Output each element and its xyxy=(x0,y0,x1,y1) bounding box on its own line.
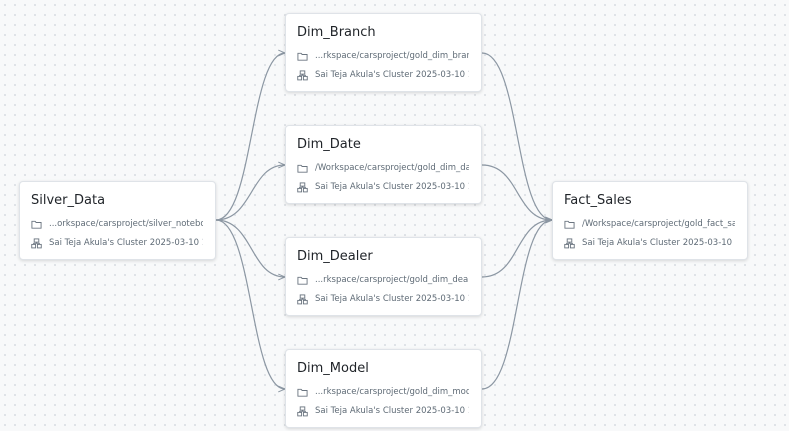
task-notebook-path-row: ...rkspace/carsproject/gold_dim_dealer xyxy=(297,272,469,288)
cluster-icon xyxy=(297,405,308,417)
folder-icon xyxy=(297,275,308,286)
edge-silver-data-to-dim-dealer xyxy=(215,219,285,277)
task-node-dim-date[interactable]: Dim_Date /Workspace/carsproject/gold_dim… xyxy=(285,125,482,204)
folder-icon xyxy=(31,219,42,230)
cluster-icon xyxy=(564,237,575,249)
edge-dim-dealer-to-fact-sales xyxy=(481,220,552,278)
edge-silver-data-to-dim-date xyxy=(215,165,285,221)
task-title: Silver_Data xyxy=(31,193,106,208)
cluster-icon xyxy=(297,181,308,193)
cluster-icon xyxy=(297,293,308,305)
task-cluster-name: Sai Teja Akula's Cluster 2025-03-10 13..… xyxy=(315,70,469,80)
task-notebook-path: ...rkspace/carsproject/gold_dim_dealer xyxy=(315,275,469,285)
edge-silver-data-to-dim-model xyxy=(215,219,285,389)
task-notebook-path: /Workspace/carsproject/gold_dim_date xyxy=(315,163,469,173)
cluster-icon xyxy=(297,69,308,81)
folder-icon xyxy=(297,51,308,62)
task-node-dim-branch[interactable]: Dim_Branch ...rkspace/carsproject/gold_d… xyxy=(285,13,482,92)
cluster-icon xyxy=(31,237,42,249)
task-node-dim-model[interactable]: Dim_Model ...rkspace/carsproject/gold_di… xyxy=(285,349,482,428)
folder-icon xyxy=(564,219,575,230)
task-notebook-path-row: ...orkspace/carsproject/silver_notebook xyxy=(31,216,203,232)
task-cluster-row: Sai Teja Akula's Cluster 2025-03-10 13..… xyxy=(297,179,469,195)
task-notebook-path-row: ...rkspace/carsproject/gold_dim_branch xyxy=(297,48,469,64)
edge-dim-model-to-fact-sales xyxy=(481,220,552,390)
task-title: Fact_Sales xyxy=(564,193,632,208)
task-cluster-name: Sai Teja Akula's Cluster 2025-03-10 13..… xyxy=(582,238,735,248)
task-title: Dim_Date xyxy=(297,137,361,152)
task-node-fact-sales[interactable]: Fact_Sales /Workspace/carsproject/gold_f… xyxy=(552,181,748,260)
task-title: Dim_Dealer xyxy=(297,249,373,264)
task-node-silver-data[interactable]: Silver_Data ...orkspace/carsproject/silv… xyxy=(19,181,216,260)
edge-silver-data-to-dim-branch xyxy=(215,53,285,221)
task-cluster-row: Sai Teja Akula's Cluster 2025-03-10 13..… xyxy=(297,291,469,307)
edge-dim-date-to-fact-sales xyxy=(481,164,552,220)
task-cluster-name: Sai Teja Akula's Cluster 2025-03-10 13..… xyxy=(49,238,203,248)
task-notebook-path: ...rkspace/carsproject/gold_dim_model xyxy=(315,387,469,397)
task-notebook-path-row: /Workspace/carsproject/gold_dim_date xyxy=(297,160,469,176)
folder-icon xyxy=(297,163,308,174)
task-notebook-path: ...rkspace/carsproject/gold_dim_branch xyxy=(315,51,469,61)
task-cluster-name: Sai Teja Akula's Cluster 2025-03-10 13..… xyxy=(315,406,469,416)
folder-icon xyxy=(297,387,308,398)
edge-dim-branch-to-fact-sales xyxy=(481,52,552,220)
task-node-dim-dealer[interactable]: Dim_Dealer ...rkspace/carsproject/gold_d… xyxy=(285,237,482,316)
task-cluster-row: Sai Teja Akula's Cluster 2025-03-10 13..… xyxy=(297,403,469,419)
task-cluster-row: Sai Teja Akula's Cluster 2025-03-10 13..… xyxy=(297,67,469,83)
task-notebook-path-row: ...rkspace/carsproject/gold_dim_model xyxy=(297,384,469,400)
task-notebook-path: ...orkspace/carsproject/silver_notebook xyxy=(49,219,203,229)
task-title: Dim_Model xyxy=(297,361,369,376)
task-cluster-row: Sai Teja Akula's Cluster 2025-03-10 13..… xyxy=(564,235,735,251)
task-cluster-name: Sai Teja Akula's Cluster 2025-03-10 13..… xyxy=(315,182,469,192)
task-cluster-name: Sai Teja Akula's Cluster 2025-03-10 13..… xyxy=(315,294,469,304)
task-notebook-path: /Workspace/carsproject/gold_fact_sales xyxy=(582,219,735,229)
task-cluster-row: Sai Teja Akula's Cluster 2025-03-10 13..… xyxy=(31,235,203,251)
task-notebook-path-row: /Workspace/carsproject/gold_fact_sales xyxy=(564,216,735,232)
task-title: Dim_Branch xyxy=(297,25,376,40)
